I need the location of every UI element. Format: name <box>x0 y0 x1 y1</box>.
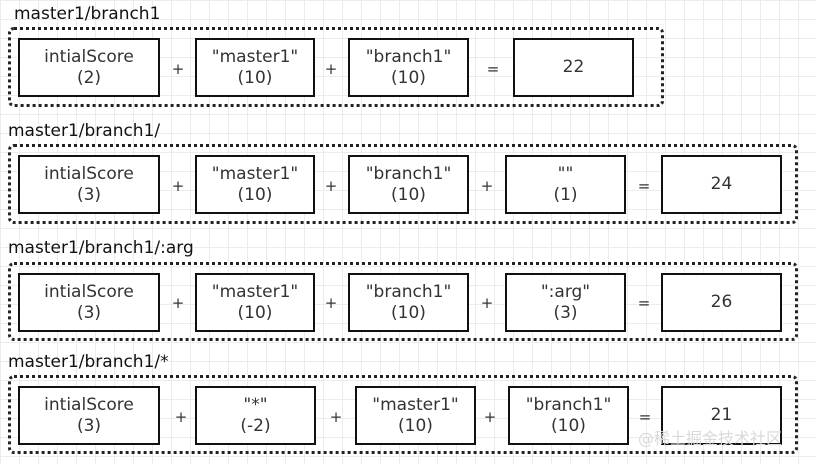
route-row-4: master1/branch1/* intialScore (3) + "*" … <box>0 0 816 454</box>
total-score: 22 <box>562 57 585 77</box>
term-score: (3) <box>553 302 578 323</box>
term-name: intialScore <box>44 281 134 302</box>
term-score: (10) <box>237 302 273 323</box>
term-name: "master1" <box>211 46 299 67</box>
term-box-master1: "master1" (10) <box>195 38 315 97</box>
term-box-branch1: "branch1" (10) <box>508 386 629 445</box>
term-box-master1: "master1" (10) <box>195 155 315 214</box>
route-label: master1/branch1/* <box>8 352 169 372</box>
term-box-master1: "master1" (10) <box>355 386 476 445</box>
plus-operator: + <box>480 294 494 312</box>
term-name: "master1" <box>211 281 299 302</box>
term-score: (10) <box>391 184 426 205</box>
term-score: (10) <box>237 184 273 205</box>
total-score-box: 24 <box>661 155 782 214</box>
route-label: master1/branch1/ <box>8 121 161 141</box>
route-group-outline <box>8 27 664 107</box>
total-score: 21 <box>710 405 733 425</box>
term-score: (10) <box>237 67 273 88</box>
plus-operator: + <box>324 60 338 78</box>
term-score: (10) <box>551 415 586 436</box>
term-name: "" <box>557 163 574 184</box>
term-name: intialScore <box>44 394 134 415</box>
term-name: ":arg" <box>540 281 591 302</box>
term-name: "master1" <box>211 163 299 184</box>
route-label: master1/branch1/:arg <box>8 238 194 258</box>
term-name: "branch1" <box>365 46 452 67</box>
term-box-branch1: "branch1" (10) <box>348 155 469 214</box>
route-row-3: master1/branch1/:arg intialScore (3) + "… <box>0 0 816 341</box>
total-score-box: 21 <box>661 386 782 445</box>
term-name: intialScore <box>44 163 134 184</box>
plus-operator: + <box>329 408 343 426</box>
watermark: @稀土掘金技术社区 <box>638 429 783 448</box>
term-score: (3) <box>76 415 102 436</box>
term-name: "branch1" <box>525 394 612 415</box>
total-score: 26 <box>710 292 733 312</box>
plus-operator: + <box>171 177 185 195</box>
route-group-outline <box>8 262 798 341</box>
route-group-outline <box>8 375 798 454</box>
term-box-master1: "master1" (10) <box>195 273 315 332</box>
equals-operator: = <box>486 60 500 78</box>
plus-operator: + <box>324 294 338 312</box>
plus-operator: + <box>171 294 185 312</box>
term-name: "branch1" <box>365 163 452 184</box>
term-box-initial-score: intialScore (3) <box>18 155 160 214</box>
term-name: "*" <box>243 394 268 415</box>
equals-operator: = <box>638 408 652 426</box>
term-box-empty-segment: "" (1) <box>505 155 626 214</box>
term-score: (10) <box>391 67 426 88</box>
term-box-initial-score: intialScore (3) <box>18 273 160 332</box>
term-score: (10) <box>398 415 433 436</box>
term-box-branch1: "branch1" (10) <box>348 38 469 97</box>
term-score: (-2) <box>240 415 271 436</box>
route-row-2: master1/branch1/ intialScore (3) + "mast… <box>0 0 816 224</box>
plus-operator: + <box>171 60 185 78</box>
route-row-1: master1/branch1 intialScore (2) + "maste… <box>0 0 816 120</box>
total-score-box: 22 <box>513 38 634 97</box>
term-score: (3) <box>76 184 102 205</box>
term-name: "master1" <box>372 394 459 415</box>
plus-operator: + <box>174 408 188 426</box>
route-group-outline <box>8 144 798 224</box>
plus-operator: + <box>480 177 494 195</box>
term-name: intialScore <box>44 46 134 67</box>
total-score-box: 26 <box>661 273 782 332</box>
term-box-wildcard-segment: "*" (-2) <box>195 386 316 445</box>
term-box-initial-score: intialScore (2) <box>18 38 160 97</box>
plus-operator: + <box>324 177 338 195</box>
term-box-param-segment: ":arg" (3) <box>505 273 626 332</box>
term-score: (1) <box>553 184 578 205</box>
equals-operator: = <box>637 177 651 195</box>
term-score: (10) <box>391 302 426 323</box>
term-score: (2) <box>76 67 102 88</box>
term-name: "branch1" <box>365 281 452 302</box>
total-score: 24 <box>710 174 733 194</box>
term-box-initial-score: intialScore (3) <box>18 386 160 445</box>
route-label: master1/branch1 <box>14 4 161 24</box>
term-score: (3) <box>76 302 102 323</box>
equals-operator: = <box>637 294 651 312</box>
term-box-branch1: "branch1" (10) <box>348 273 469 332</box>
plus-operator: + <box>483 408 497 426</box>
